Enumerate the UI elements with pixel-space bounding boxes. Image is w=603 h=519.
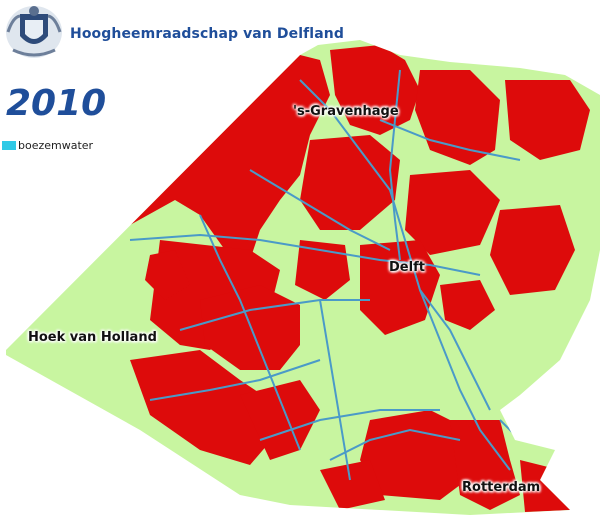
coat-of-arms-icon xyxy=(6,6,62,58)
organization-name: Hoogheemraadschap van Delfland xyxy=(70,26,344,42)
urban-areas xyxy=(130,45,590,512)
legend: boezemwater xyxy=(2,139,93,152)
legend-swatch xyxy=(2,141,16,150)
place-label-rotterdam: Rotterdam xyxy=(462,480,541,495)
water-network xyxy=(129,69,546,481)
place-label-delft: Delft xyxy=(389,260,425,275)
year-title: 2010 xyxy=(6,83,107,124)
place-label-hoek-van-holland: Hoek van Holland xyxy=(28,330,157,345)
place-label-den-haag: 's-Gravenhage xyxy=(293,104,399,119)
legend-label: boezemwater xyxy=(18,139,94,152)
header: Hoogheemraadschap van Delfland xyxy=(0,0,603,70)
